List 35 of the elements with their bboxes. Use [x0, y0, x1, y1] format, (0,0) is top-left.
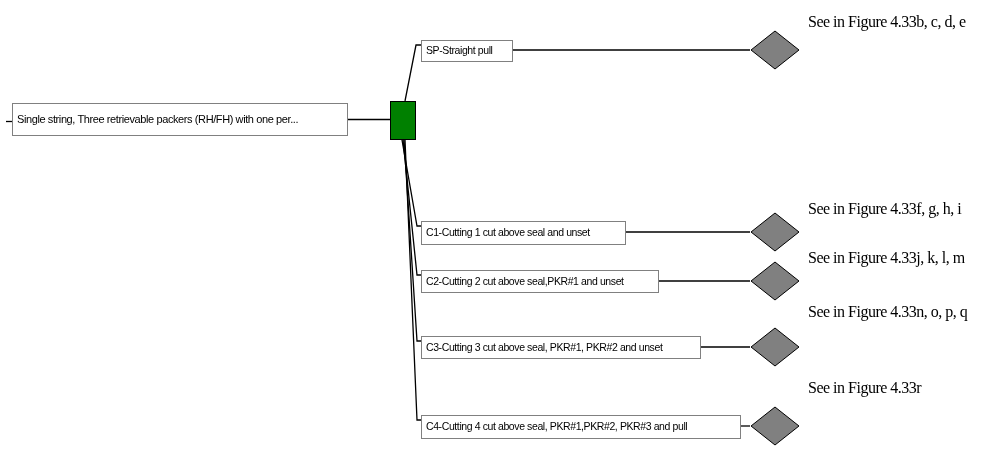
connector-line	[740, 425, 751, 427]
connector-line	[404, 44, 422, 102]
figure-reference: See in Figure 4.33n, o, p, q	[808, 302, 968, 323]
option-box	[421, 270, 659, 293]
decision-diamond	[750, 212, 800, 252]
option-box	[12, 103, 348, 136]
connector-line	[5, 120, 13, 123]
connector-line	[512, 49, 751, 51]
option-box	[421, 221, 626, 245]
connector-line	[625, 231, 751, 233]
junction-square	[390, 101, 416, 140]
option-label: C2-Cutting 2 cut above seal,PKR#1 and unset	[426, 273, 624, 289]
connector-line	[700, 346, 751, 348]
option-label: C1-Cutting 1 cut above seal and unset	[426, 225, 590, 241]
connector-line	[403, 139, 422, 342]
option-label: Single string, Three retrievable packers (RH/FH) with one per...	[17, 112, 299, 128]
option-box	[421, 40, 513, 62]
option-label: SP-Straight pull	[426, 43, 493, 59]
option-label: C3-Cutting 3 cut above seal, PKR#1, PKR#2 and unset	[426, 339, 663, 355]
decision-diamond	[750, 261, 800, 301]
option-box	[421, 336, 701, 359]
connector-line	[402, 139, 422, 276]
decision-diamond	[750, 327, 800, 367]
figure-reference: See in Figure 4.33j, k, l, m	[808, 248, 965, 269]
figure-reference: See in Figure 4.33b, c, d, e	[808, 12, 966, 33]
connector-line	[658, 280, 751, 282]
option-box	[421, 415, 741, 439]
option-label: C4-Cutting 4 cut above seal, PKR#1,PKR#2, PKR#3 and pull	[426, 419, 688, 435]
figure-reference: See in Figure 4.33r	[808, 378, 922, 399]
connector-line	[404, 139, 422, 421]
decision-diamond	[750, 30, 800, 70]
figure-reference: See in Figure 4.33f, g, h, i	[808, 199, 962, 220]
connector-line	[347, 118, 391, 121]
decision-diamond	[750, 406, 800, 446]
connector-line	[401, 139, 422, 227]
